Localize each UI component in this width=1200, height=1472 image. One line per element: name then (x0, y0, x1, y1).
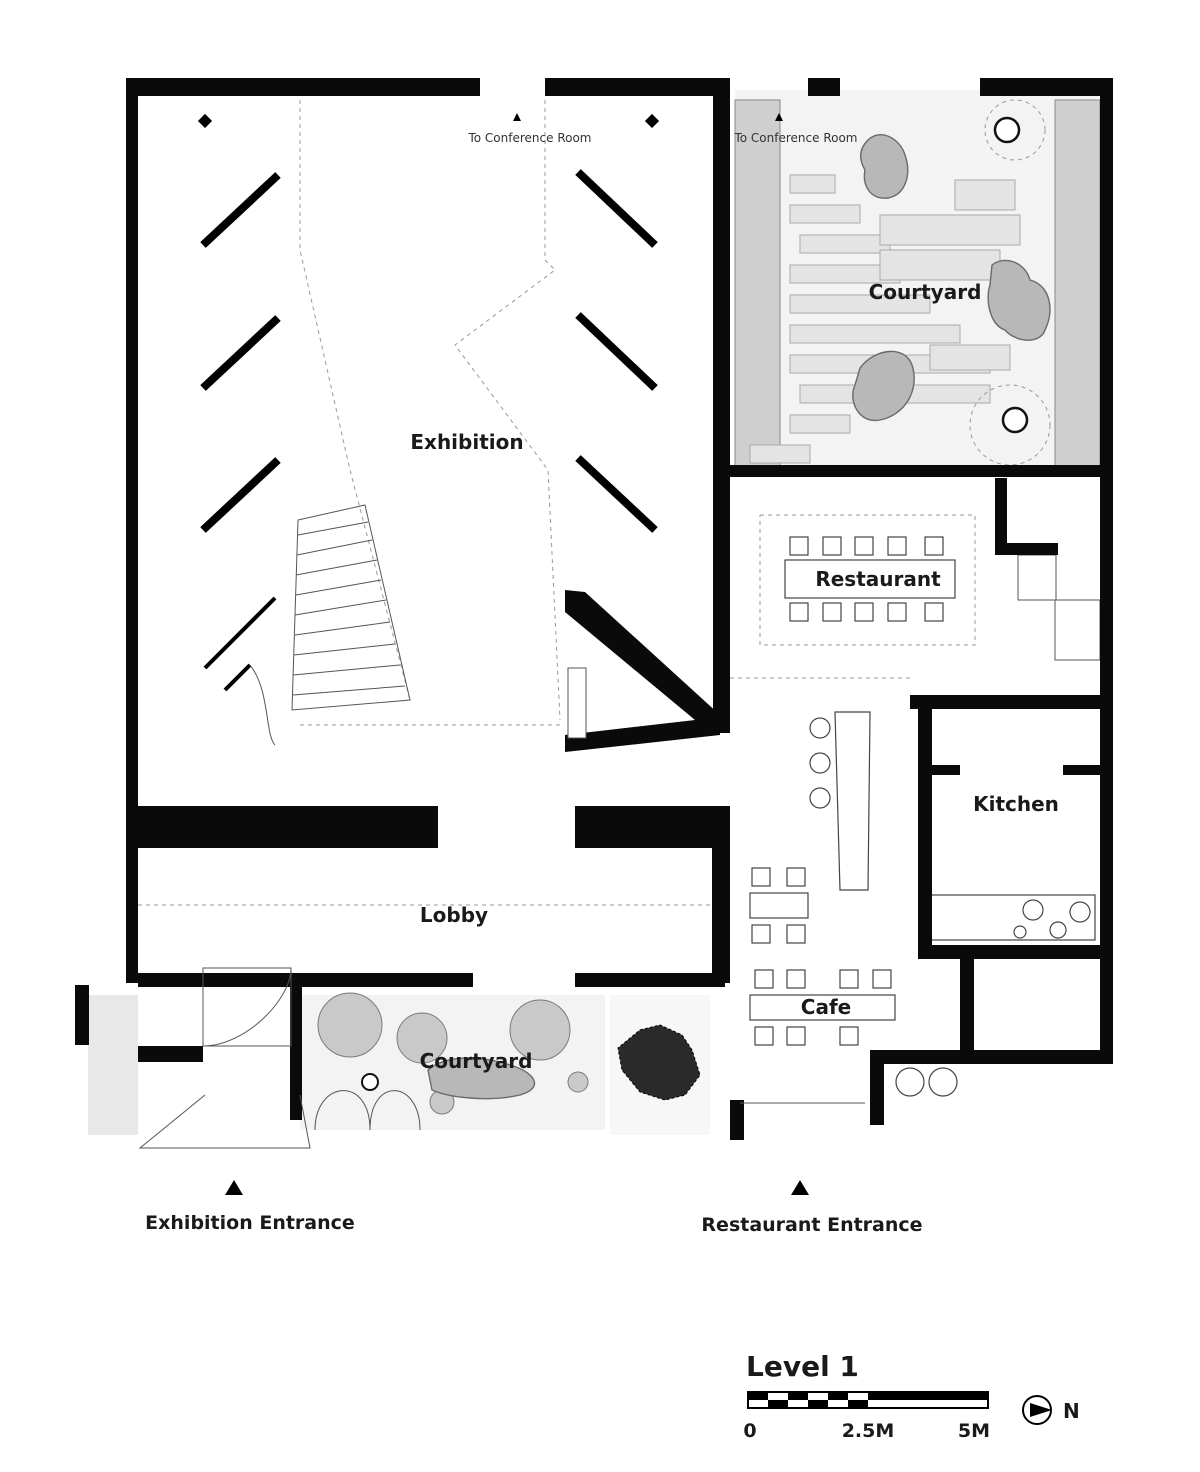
north-courtyard-area (734, 90, 1101, 471)
room-label-exhibition: Exhibition (410, 430, 523, 454)
entrance-label-restaurant: Restaurant Entrance (701, 1214, 922, 1236)
north-label: N (1063, 1399, 1080, 1423)
room-label-lobby: Lobby (420, 903, 488, 927)
shrub (396, 1012, 448, 1064)
north-arrow-icon (1022, 1395, 1052, 1425)
conference-label-left: To Conference Room (467, 131, 591, 145)
arrow-up-icon (513, 113, 521, 121)
arrow-up-icon (775, 113, 783, 121)
entrance-arrow-icon (791, 1180, 809, 1195)
scale-tick-mid: 2.5M (842, 1420, 895, 1442)
courtyard-paving (749, 174, 1021, 464)
shrub (509, 999, 571, 1061)
tree-icon (361, 1073, 379, 1091)
display-panels (200, 169, 658, 692)
conference-label-right: To Conference Room (733, 131, 857, 145)
scale-bar (747, 1391, 989, 1409)
entrance-label-exhibition: Exhibition Entrance (145, 1212, 355, 1234)
tree-icon (969, 384, 1051, 466)
plan-title: Level 1 (746, 1350, 859, 1383)
exhibition-interior (197, 100, 720, 752)
tree-dark (617, 1024, 701, 1101)
scale-tick-0: 0 (743, 1420, 756, 1442)
room-label-courtyard-south: Courtyard (420, 1049, 533, 1073)
room-label-cafe: Cafe (801, 995, 851, 1019)
rock-1 (860, 134, 909, 199)
walls (75, 78, 1113, 1140)
rock-2 (987, 259, 1051, 341)
shrub (317, 992, 383, 1058)
rock (427, 1057, 536, 1100)
room-label-courtyard-north: Courtyard (869, 280, 982, 304)
staircase (291, 504, 411, 711)
entrance-arrow-icon (225, 1180, 243, 1195)
rock-3 (852, 350, 915, 422)
room-label-kitchen: Kitchen (973, 792, 1059, 816)
shrub (567, 1071, 589, 1093)
room-label-restaurant: Restaurant (815, 567, 941, 591)
restaurant-furniture (749, 514, 1101, 1097)
scale-tick-max: 5M (958, 1420, 990, 1442)
south-courtyard-area (88, 992, 710, 1135)
tree-icon (984, 99, 1046, 161)
